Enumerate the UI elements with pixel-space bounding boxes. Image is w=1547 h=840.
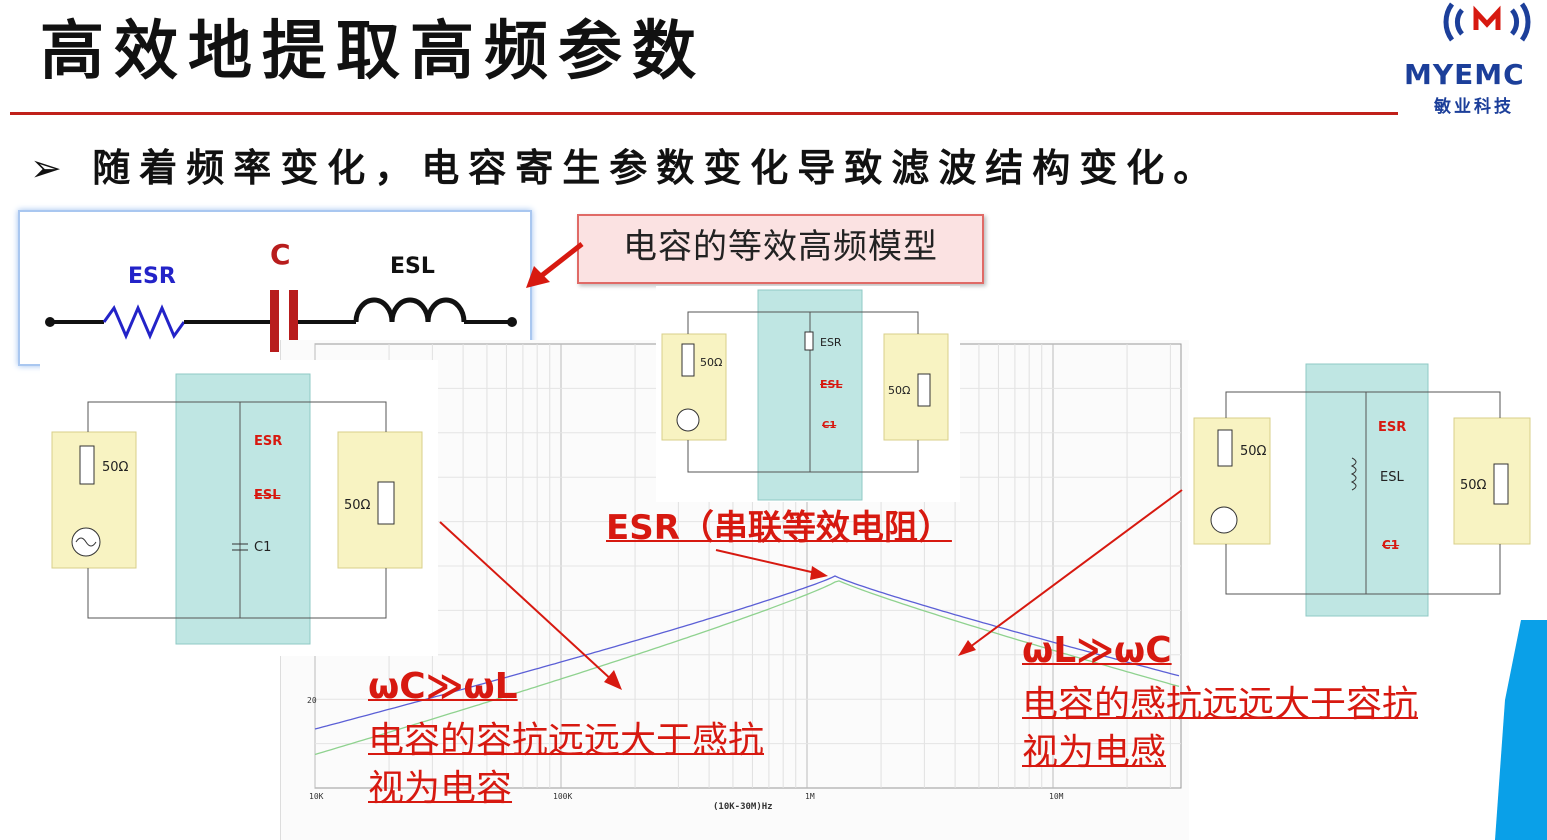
- model-callout: 电容的等效高频模型: [577, 214, 984, 284]
- response-trace: [314, 580, 1180, 756]
- brand-logo: [1400, 0, 1547, 118]
- esl-inductor: [353, 297, 467, 323]
- y-tick-label: 20: [307, 696, 317, 705]
- esl-label: ESL: [1380, 470, 1404, 485]
- callout-arrow: [526, 242, 584, 288]
- load-resistor-label: 50Ω: [1460, 478, 1487, 493]
- esl-label: ESL: [254, 488, 281, 503]
- x-tick-label: 100K: [553, 792, 573, 801]
- high-freq-conclusion: 视为电感: [1022, 732, 1167, 773]
- esr-label: ESR: [820, 336, 842, 349]
- bullet-text: 随着频率变化，电容寄生参数变化导致滤波结构变化。: [92, 145, 1221, 190]
- radio-wave-m-icon: [1443, 2, 1531, 42]
- esr-label: ESR: [1378, 420, 1407, 435]
- peak-annotation: ESR（串联等效电阻）: [606, 508, 952, 548]
- circuit-low-frequency: 50Ω 50Ω ESR ESL C1: [40, 360, 438, 656]
- capacitor-plate-left: [270, 290, 279, 352]
- x-axis-label: (10K-30M)Hz: [713, 802, 773, 812]
- esr-resistor: [102, 304, 186, 340]
- title-divider: [10, 112, 1398, 115]
- low-freq-explanation: 电容的容抗远远大于感抗: [368, 720, 765, 761]
- esl-label: ESL: [390, 254, 435, 279]
- edge-decoration: [1495, 620, 1547, 840]
- bullet-point: ➢ 随着频率变化，电容寄生参数变化导致滤波结构变化。: [30, 140, 1220, 196]
- source-resistor-label: 50Ω: [1240, 444, 1267, 459]
- capacitor-label: C: [270, 238, 291, 271]
- response-trace: [314, 575, 1180, 730]
- circuit-resonance: 50Ω 50Ω ESR ESL C1: [656, 286, 960, 502]
- esl-label: ESL: [820, 378, 843, 391]
- source-resistor-label: 50Ω: [102, 460, 129, 475]
- x-tick-label: 10K: [309, 792, 324, 801]
- logo-brand-text: MYEMC: [1404, 58, 1525, 91]
- page-title: 高效地提取高频参数: [40, 14, 706, 89]
- logo-sub-text: 敏业科技: [1434, 97, 1514, 117]
- bullet-arrow-icon: ➢: [30, 146, 71, 190]
- capacitor-label: C1: [1382, 538, 1400, 552]
- equivalent-circuit-diagram: [45, 290, 517, 352]
- low-freq-conclusion: 视为电容: [368, 768, 513, 809]
- load-resistor-label: 50Ω: [888, 384, 911, 397]
- high-freq-condition: ωL≫ωC: [1022, 630, 1172, 671]
- high-freq-explanation: 电容的感抗远远大于容抗: [1022, 684, 1419, 725]
- capacitor-plate-right: [289, 290, 298, 352]
- load-resistor-label: 50Ω: [344, 498, 371, 513]
- capacitor-label: C1: [254, 540, 272, 555]
- x-tick-label: 10M: [1049, 792, 1064, 801]
- x-tick-label: 1M: [805, 792, 815, 801]
- esr-label: ESR: [254, 434, 283, 449]
- low-freq-condition: ωC≫ωL: [368, 666, 518, 707]
- capacitor-label: C1: [822, 420, 837, 431]
- circuit-high-frequency: 50Ω 50Ω ESR ESL C1: [1188, 360, 1534, 622]
- esr-label: ESR: [128, 264, 176, 289]
- source-resistor-label: 50Ω: [700, 356, 723, 369]
